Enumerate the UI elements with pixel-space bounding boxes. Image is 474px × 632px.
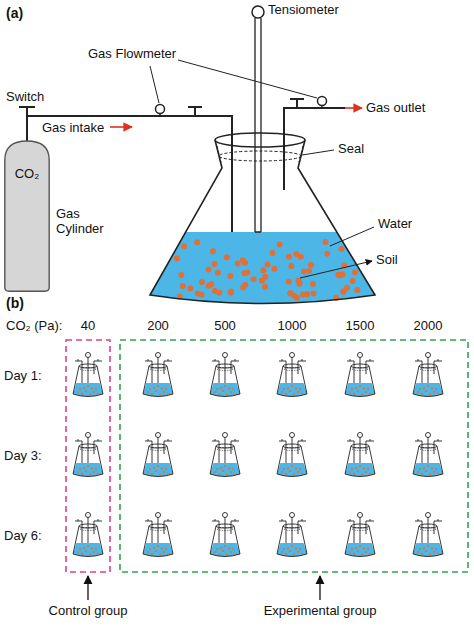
- flow-arrow: [110, 126, 132, 128]
- mini-flask: [345, 353, 375, 397]
- column-value: 200: [147, 318, 169, 333]
- gas-cylinder: CO₂: [4, 140, 50, 292]
- pointer-arrow: [319, 576, 320, 600]
- gas-outlet-pipe: [284, 108, 345, 190]
- tensiometer-stem: [255, 18, 261, 232]
- part-label: Gas Cylinder: [56, 206, 118, 236]
- pointer-arrow: [87, 576, 88, 600]
- callout-label: Water: [378, 216, 412, 231]
- mini-flask: [210, 433, 240, 477]
- part-label: Gas outlet: [366, 100, 425, 115]
- part-label: Gas Flowmeter: [88, 46, 176, 61]
- flask-grid: [73, 353, 443, 557]
- row-label: Day 1:: [4, 368, 42, 383]
- group-label: Control group: [49, 603, 128, 618]
- gas-label: CO₂: [4, 140, 50, 181]
- mini-flask: [277, 353, 307, 397]
- panel-label: (a): [6, 6, 23, 21]
- control-box: [66, 340, 110, 572]
- experimental-box: [120, 340, 468, 572]
- mini-flask: [345, 433, 375, 477]
- mini-flask: [413, 513, 443, 557]
- soil-particles: [174, 239, 360, 301]
- column-value: 500: [214, 318, 236, 333]
- mini-flask: [143, 513, 173, 557]
- part-label: Gas intake: [42, 120, 104, 135]
- flask-mouth: [215, 133, 305, 147]
- panel-label: (b): [6, 296, 24, 311]
- mini-flask: [277, 433, 307, 477]
- outlet-valve: [290, 99, 304, 108]
- part-label: Switch: [6, 89, 44, 104]
- mini-flask: [73, 513, 103, 557]
- axis-label: CO₂ (Pa):: [6, 318, 62, 333]
- column-value: 1000: [278, 318, 307, 333]
- tensiometer-gauge: [252, 6, 264, 18]
- column-value: 1500: [346, 318, 375, 333]
- seal: [219, 151, 301, 161]
- flowmeter-symbol: [156, 105, 165, 114]
- cylinder-shape: [4, 140, 50, 292]
- row-label: Day 3:: [4, 448, 42, 463]
- mini-flask: [73, 433, 103, 477]
- column-value: 40: [81, 318, 95, 333]
- part-label: Tensiometer: [268, 2, 339, 17]
- callout-label: Soil: [376, 252, 398, 267]
- mini-flask: [277, 513, 307, 557]
- column-value: 2000: [414, 318, 443, 333]
- flask-outline: [150, 140, 375, 304]
- mini-flask: [210, 513, 240, 557]
- mini-flask: [73, 353, 103, 397]
- intake-valve: [188, 107, 202, 116]
- part-label: Seal: [338, 141, 364, 156]
- row-label: Day 6:: [4, 528, 42, 543]
- mini-flask: [413, 353, 443, 397]
- leader-lines: [150, 60, 374, 278]
- flowmeter-symbol: [318, 97, 327, 106]
- mini-flask: [345, 513, 375, 557]
- switch-valve: [19, 107, 35, 116]
- mini-flask: [413, 433, 443, 477]
- flow-arrow: [345, 107, 362, 109]
- mini-flask: [143, 353, 173, 397]
- mini-flask: [210, 353, 240, 397]
- group-label: Experimental group: [264, 603, 377, 618]
- water-fill: [150, 232, 375, 304]
- mini-flask: [143, 433, 173, 477]
